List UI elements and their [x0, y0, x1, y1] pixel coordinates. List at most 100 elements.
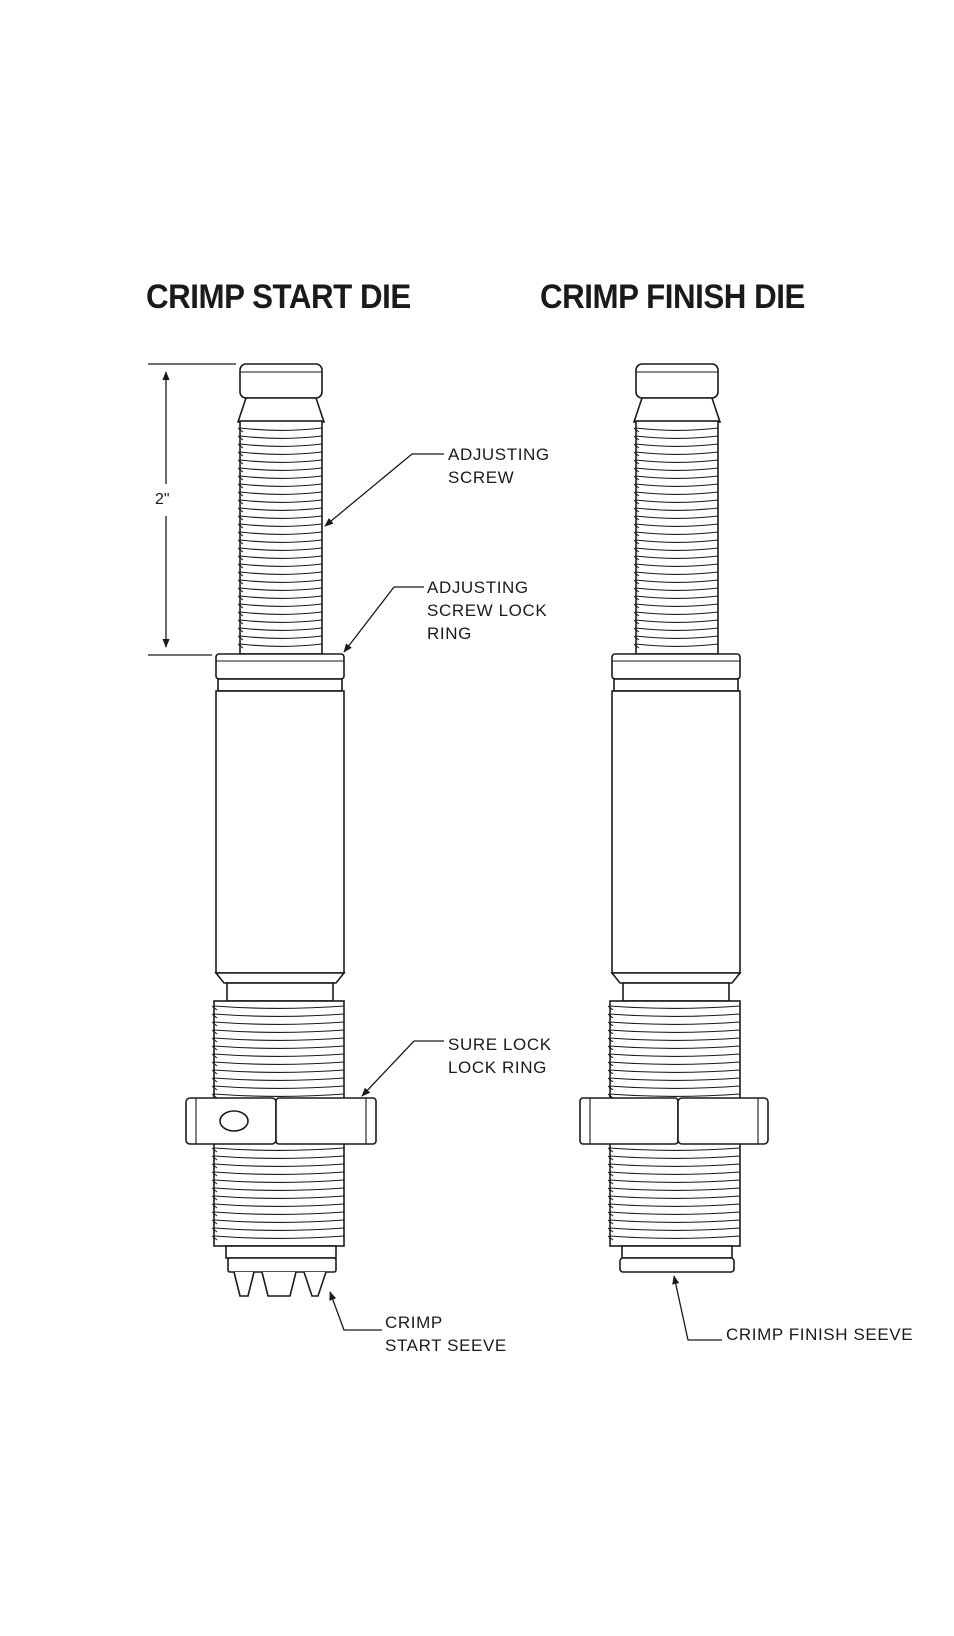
- crimp-finish-die-title: CRIMP FINISH DIE: [540, 278, 805, 316]
- thread-crest: [237, 627, 244, 633]
- adjusting-screw-lock-ring: [611, 653, 741, 680]
- thread-line: [635, 443, 719, 447]
- thread-crest: [237, 587, 244, 593]
- die-threads: [607, 1005, 741, 1241]
- thread-line: [213, 1021, 345, 1025]
- adjusting-screw-lock-ring: [215, 653, 345, 680]
- thread-crest: [633, 563, 640, 569]
- crimp-start-die-title: CRIMP START DIE: [146, 278, 411, 316]
- thread-line: [635, 531, 719, 535]
- thread-crest: [633, 587, 640, 593]
- crimp-start-seeve-label: CRIMP START SEEVE: [385, 1311, 507, 1357]
- thread-crest: [607, 1163, 614, 1169]
- thread-line: [609, 1163, 741, 1167]
- body-chamfer: [610, 972, 742, 984]
- thread-crest: [237, 427, 244, 433]
- crimp-start-die: [185, 363, 377, 1297]
- thread-line: [239, 523, 323, 527]
- thread-line: [239, 459, 323, 463]
- thread-crest: [633, 443, 640, 449]
- crimp-start-seeve-leader: [329, 1291, 382, 1331]
- thread-line: [213, 1235, 345, 1239]
- thread-crest: [607, 1203, 614, 1209]
- thread-line: [213, 1053, 345, 1057]
- thread-crest: [211, 1053, 218, 1059]
- thread-crest: [237, 619, 244, 625]
- adjusting-screw: [239, 420, 323, 655]
- thread-crest: [607, 1211, 614, 1217]
- thread-crest: [211, 1085, 218, 1091]
- thread-crest: [607, 1195, 614, 1201]
- sure-lock-label-line: SURE LOCK: [448, 1035, 552, 1054]
- thread-crest: [633, 539, 640, 545]
- thread-line: [213, 1077, 345, 1081]
- thread-crest: [237, 539, 244, 545]
- thread-crest: [237, 603, 244, 609]
- thread-line: [635, 427, 719, 431]
- thread-line: [213, 1163, 345, 1167]
- body-chamfer: [214, 972, 346, 984]
- thread-line: [213, 1085, 345, 1089]
- thread-line: [635, 475, 719, 479]
- thread-line: [635, 643, 719, 647]
- thread-line: [213, 1195, 345, 1199]
- thread-line: [635, 515, 719, 519]
- lock-ring-set-screw-hole: [219, 1110, 249, 1132]
- thread-line: [609, 1045, 741, 1049]
- crimp-start-label-line: START SEEVE: [385, 1336, 507, 1355]
- thread-crest: [211, 1155, 218, 1161]
- thread-line: [609, 1203, 741, 1207]
- thread-line: [239, 611, 323, 615]
- thread-line: [609, 1037, 741, 1041]
- adjusting-screw-cap: [635, 363, 719, 399]
- thread-line: [609, 1061, 741, 1065]
- thread-line: [239, 627, 323, 631]
- thread-line: [609, 1093, 741, 1097]
- thread-crest: [211, 1037, 218, 1043]
- thread-crest: [237, 579, 244, 585]
- thread-crest: [607, 1085, 614, 1091]
- thread-line: [213, 1005, 345, 1009]
- thread-crest: [237, 563, 244, 569]
- thread-line: [635, 507, 719, 511]
- thread-line: [239, 435, 323, 439]
- thread-line: [609, 1179, 741, 1183]
- seeve-collar: [621, 1245, 733, 1259]
- thread-line: [239, 563, 323, 567]
- thread-line: [213, 1069, 345, 1073]
- thread-crest: [211, 1005, 218, 1011]
- thread-crest: [211, 1235, 218, 1241]
- thread-crest: [633, 555, 640, 561]
- thread-line: [213, 1219, 345, 1223]
- thread-crest: [237, 491, 244, 497]
- thread-line: [239, 443, 323, 447]
- adjusting-screw-label: ADJUSTING SCREW: [448, 443, 550, 489]
- lock-ring-label-line: SCREW LOCK: [427, 601, 548, 620]
- thread-crest: [237, 635, 244, 641]
- adjusting-screw-label-line: SCREW: [448, 468, 515, 487]
- thread-line: [213, 1029, 345, 1033]
- thread-crest: [237, 547, 244, 553]
- thread-crest: [211, 1163, 218, 1169]
- crimp-finish-seeve-label: CRIMP FINISH SEEVE: [726, 1323, 913, 1346]
- thread-line: [609, 1013, 741, 1017]
- sure-lock-ring-center-face: [579, 1097, 679, 1145]
- thread-line: [635, 467, 719, 471]
- thread-line: [609, 1069, 741, 1073]
- crimp-finish-seeve: [619, 1257, 735, 1273]
- thread-line: [213, 1203, 345, 1207]
- thread-line: [609, 1053, 741, 1057]
- thread-line: [239, 555, 323, 559]
- thread-crest: [607, 1037, 614, 1043]
- thread-crest: [211, 1021, 218, 1027]
- thread-line: [213, 1093, 345, 1097]
- thread-crest: [633, 523, 640, 529]
- thread-line: [239, 539, 323, 543]
- thread-line: [609, 1029, 741, 1033]
- thread-line: [609, 1147, 741, 1151]
- thread-line: [213, 1227, 345, 1231]
- thread-line: [239, 619, 323, 623]
- thread-crest: [607, 1235, 614, 1241]
- thread-crest: [607, 1005, 614, 1011]
